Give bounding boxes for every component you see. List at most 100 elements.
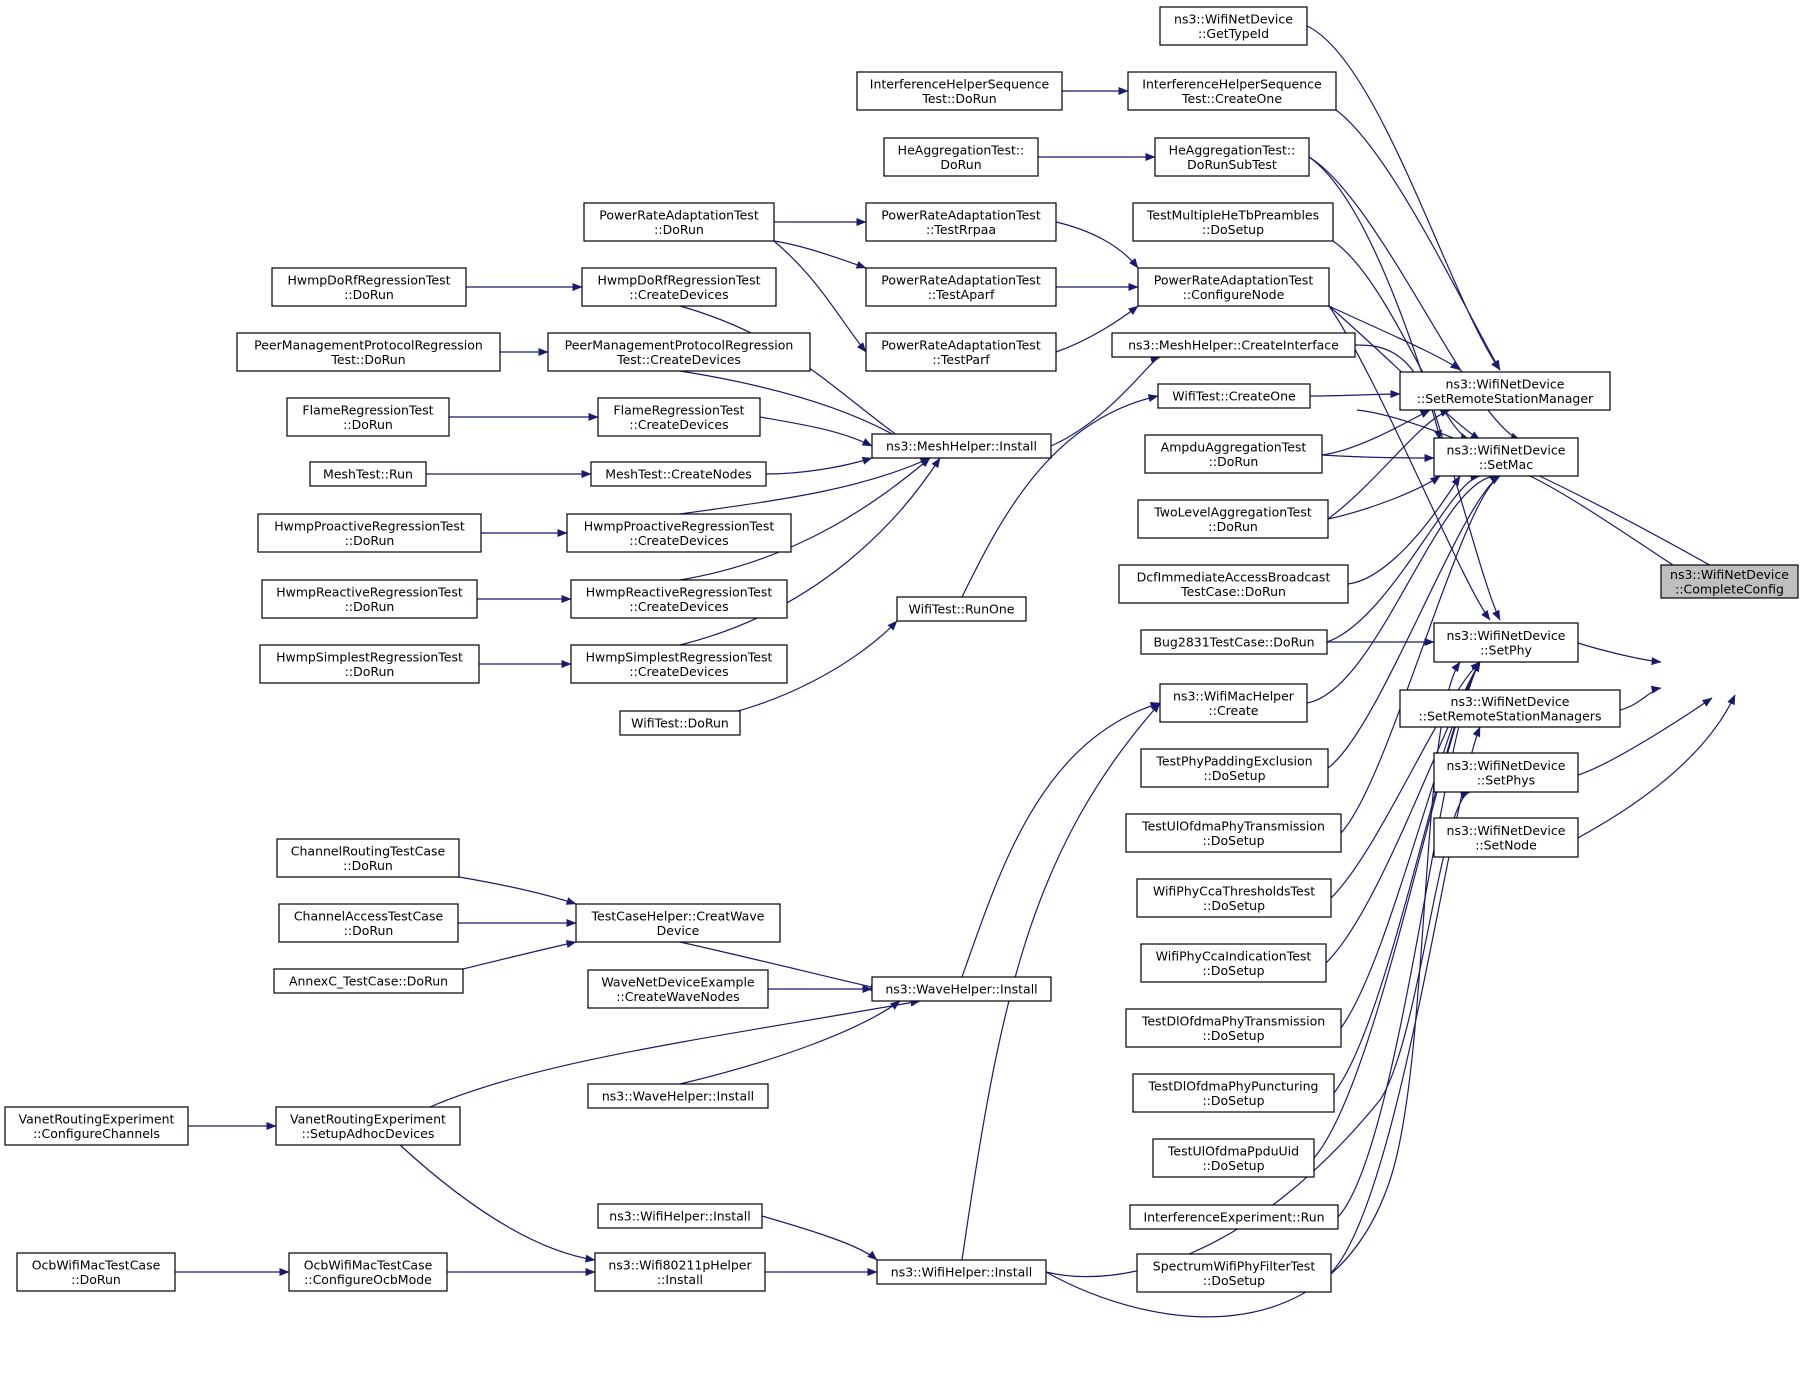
function-node[interactable]: AnnexC_TestCase::DoRun (273, 968, 464, 994)
function-node[interactable]: ns3::MeshHelper::Install (871, 433, 1052, 459)
call-edge (1326, 473, 1481, 643)
function-node[interactable]: ns3::WifiNetDevice::SetNode (1433, 817, 1579, 858)
node-box (856, 71, 1063, 111)
node-box (583, 202, 775, 242)
function-node[interactable]: ns3::WifiHelper::Install (597, 1203, 763, 1229)
call-edge (961, 701, 1161, 978)
call-edge-line (1326, 473, 1481, 643)
node-label-line: ::GetTypeId (1198, 26, 1269, 41)
function-node[interactable]: ns3::WaveHelper::Install (871, 976, 1052, 1002)
function-node[interactable]: TestDlOfdmaPhyPuncturing::DoSetup (1132, 1073, 1335, 1113)
function-node[interactable]: PeerManagementProtocolRegressionTest::Do… (236, 332, 501, 372)
call-edge (1321, 409, 1431, 456)
focus-function-node[interactable]: ns3::WifiNetDevice::CompleteConfig (1660, 564, 1799, 599)
function-node[interactable]: WifiPhyCcaThresholdsTest::DoSetup (1136, 878, 1332, 918)
function-node[interactable]: ns3::WifiNetDevice::SetRemoteStationMana… (1399, 371, 1611, 411)
function-node[interactable]: MeshTest::Run (309, 461, 427, 487)
function-node[interactable]: ns3::Wifi80211pHelper::Install (594, 1252, 766, 1292)
function-node[interactable]: HwmpDoRfRegressionTest::DoRun (271, 267, 467, 307)
function-node[interactable]: TestDlOfdmaPhyTransmission::DoSetup (1125, 1008, 1342, 1048)
function-node[interactable]: HwmpReactiveRegressionTest::CreateDevice… (570, 579, 788, 619)
function-node[interactable]: WifiTest::DoRun (619, 710, 741, 736)
function-node[interactable]: WaveNetDeviceExample::CreateWaveNodes (587, 969, 769, 1009)
function-node[interactable]: ns3::WifiNetDevice::GetTypeId (1159, 6, 1308, 46)
node-label-line: ns3::MeshHelper::CreateInterface (1128, 338, 1339, 353)
node-label-line: DcfImmediateAccessBroadcast (1137, 569, 1331, 584)
node-box (1144, 434, 1323, 474)
function-node[interactable]: ns3::WifiMacHelper::Create (1159, 683, 1308, 723)
function-node[interactable]: TwoLevelAggregationTest::DoRun (1137, 499, 1329, 539)
node-label-line: FlameRegressionTest (613, 402, 744, 417)
function-node[interactable]: WifiPhyCcaIndicationTest::DoSetup (1140, 943, 1327, 983)
function-node[interactable]: PowerRateAdaptationTest::TestAparf (865, 267, 1057, 307)
node-label-line: PowerRateAdaptationTest (1154, 272, 1314, 287)
function-node[interactable]: FlameRegressionTest::DoRun (286, 397, 450, 437)
node-label-line: MeshTest::CreateNodes (605, 467, 752, 482)
function-node[interactable]: OcbWifiMacTestCase::DoRun (16, 1252, 176, 1292)
node-label-line: ns3::WifiHelper::Install (609, 1209, 750, 1224)
node-label-line: PeerManagementProtocolRegression (254, 337, 483, 352)
node-box (276, 838, 460, 878)
function-node[interactable]: TestPhyPaddingExclusion::DoSetup (1140, 748, 1329, 788)
function-node[interactable]: ChannelRoutingTestCase::DoRun (276, 838, 460, 878)
function-node[interactable]: OcbWifiMacTestCase::ConfigureOcbMode (288, 1252, 448, 1292)
function-node[interactable]: VanetRoutingExperiment::SetupAdhocDevice… (275, 1106, 461, 1146)
call-edge-line (1619, 685, 1662, 711)
function-node[interactable]: HeAggregationTest::DoRun (883, 137, 1039, 177)
function-node[interactable]: TestMultipleHeTbPreambles::DoSetup (1132, 202, 1334, 242)
node-label-line: WifiPhyCcaThresholdsTest (1153, 883, 1315, 898)
function-node[interactable]: HeAggregationTest::DoRunSubTest (1154, 137, 1310, 177)
call-edge (759, 416, 873, 447)
node-box (273, 968, 464, 994)
node-box (1111, 332, 1356, 358)
node-label-line: ::CompleteConfig (1675, 581, 1784, 596)
function-node[interactable]: Bug2831TestCase::DoRun (1140, 629, 1328, 655)
function-node[interactable]: HwmpProactiveRegressionTest::CreateDevic… (566, 513, 792, 553)
function-node[interactable]: InterferenceHelperSequenceTest::CreateOn… (1127, 71, 1337, 111)
function-node[interactable]: InterferenceExperiment::Run (1129, 1204, 1339, 1230)
function-node[interactable]: WifiTest::RunOne (896, 596, 1027, 622)
function-node[interactable]: AmpduAggregationTest::DoRun (1144, 434, 1323, 474)
call-edge (1321, 453, 1435, 462)
call-edge (1619, 685, 1662, 711)
function-node[interactable]: PeerManagementProtocolRegressionTest::Cr… (547, 332, 811, 372)
function-node[interactable]: TestUlOfdmaPhyTransmission::DoSetup (1125, 813, 1342, 853)
call-edge-line (1321, 409, 1431, 456)
node-label-line: Test::DoRun (330, 352, 405, 367)
node-label-line: ns3::WifiNetDevice (1447, 758, 1566, 773)
call-edge (961, 702, 1161, 1261)
function-node[interactable]: ns3::WifiNetDevice::SetMac (1433, 437, 1579, 477)
node-label-line: MeshTest::Run (323, 467, 413, 482)
call-edge-line (961, 701, 1161, 978)
function-node[interactable]: DcfImmediateAccessBroadcastTestCase::DoR… (1118, 564, 1349, 604)
call-edge (1577, 642, 1662, 666)
function-node[interactable]: ChannelAccessTestCase::DoRun (278, 903, 459, 943)
function-node[interactable]: SpectrumWifiPhyFilterTest::DoSetup (1136, 1253, 1332, 1293)
function-node[interactable]: HwmpSimplestRegressionTest::DoRun (259, 644, 480, 684)
function-node[interactable]: MeshTest::CreateNodes (590, 461, 767, 487)
function-node[interactable]: HwmpDoRfRegressionTest::CreateDevices (581, 267, 777, 307)
function-node[interactable]: HwmpSimplestRegressionTest::CreateDevice… (570, 644, 788, 684)
function-node[interactable]: HwmpProactiveRegressionTest::DoRun (257, 513, 482, 553)
function-node[interactable]: ns3::WifiNetDevice::SetPhy (1433, 622, 1579, 663)
call-edge-line (679, 1000, 901, 1085)
function-node[interactable]: WifiTest::CreateOne (1157, 383, 1311, 409)
node-box (570, 644, 788, 684)
function-node[interactable]: PowerRateAdaptationTest::ConfigureNode (1137, 267, 1330, 307)
function-node[interactable]: PowerRateAdaptationTest::TestParf (865, 332, 1057, 372)
function-node[interactable]: ns3::WifiHelper::Install (876, 1259, 1047, 1285)
function-node[interactable]: HwmpReactiveRegressionTest::DoRun (261, 579, 478, 619)
function-node[interactable]: ns3::WaveHelper::Install (587, 1083, 769, 1109)
function-node[interactable]: PowerRateAdaptationTest::TestRrpaa (865, 202, 1057, 242)
function-node[interactable]: PowerRateAdaptationTest::DoRun (583, 202, 775, 242)
function-node[interactable]: VanetRoutingExperiment::ConfigureChannel… (4, 1106, 189, 1146)
function-node[interactable]: FlameRegressionTest::CreateDevices (597, 397, 761, 437)
node-label-line: ::CreateDevices (629, 664, 728, 679)
function-node[interactable]: ns3::WifiNetDevice::SetRemoteStationMana… (1399, 689, 1621, 728)
call-edge-line (1055, 221, 1139, 269)
function-node[interactable]: ns3::WifiNetDevice::SetPhys (1433, 752, 1579, 793)
function-node[interactable]: ns3::MeshHelper::CreateInterface (1111, 332, 1356, 358)
function-node[interactable]: TestUlOfdmaPpduUid::DoSetup (1152, 1138, 1315, 1178)
